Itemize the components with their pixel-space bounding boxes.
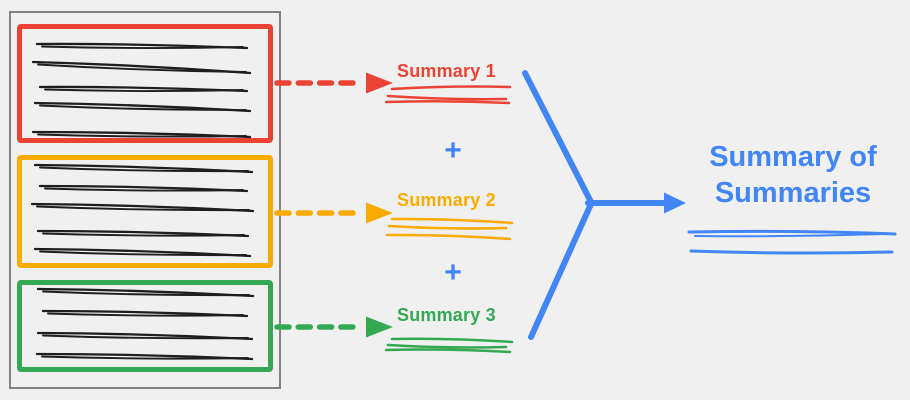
summary-2-arrow [274, 202, 393, 224]
summary-3-arrow [274, 316, 393, 338]
summary-3-scribble [384, 337, 514, 354]
source-section-2 [17, 155, 273, 268]
final-summary-label: Summary of Summaries [709, 141, 877, 209]
plus-operator-1: + [444, 134, 462, 167]
summary-1-arrow [274, 72, 393, 94]
final-summary-scribble [687, 229, 897, 255]
summary-3-label: Summary 3 [397, 305, 496, 325]
source-document [9, 11, 281, 389]
merge-arrow [522, 70, 686, 340]
source-section-1 [17, 24, 273, 143]
summary-2-scribble [385, 217, 514, 241]
plus-operator-2: + [444, 256, 462, 289]
source-section-3 [17, 280, 273, 372]
summary-1-label: Summary 1 [397, 61, 496, 81]
summary-1-scribble [384, 85, 512, 105]
summary-2-label: Summary 2 [397, 190, 496, 210]
